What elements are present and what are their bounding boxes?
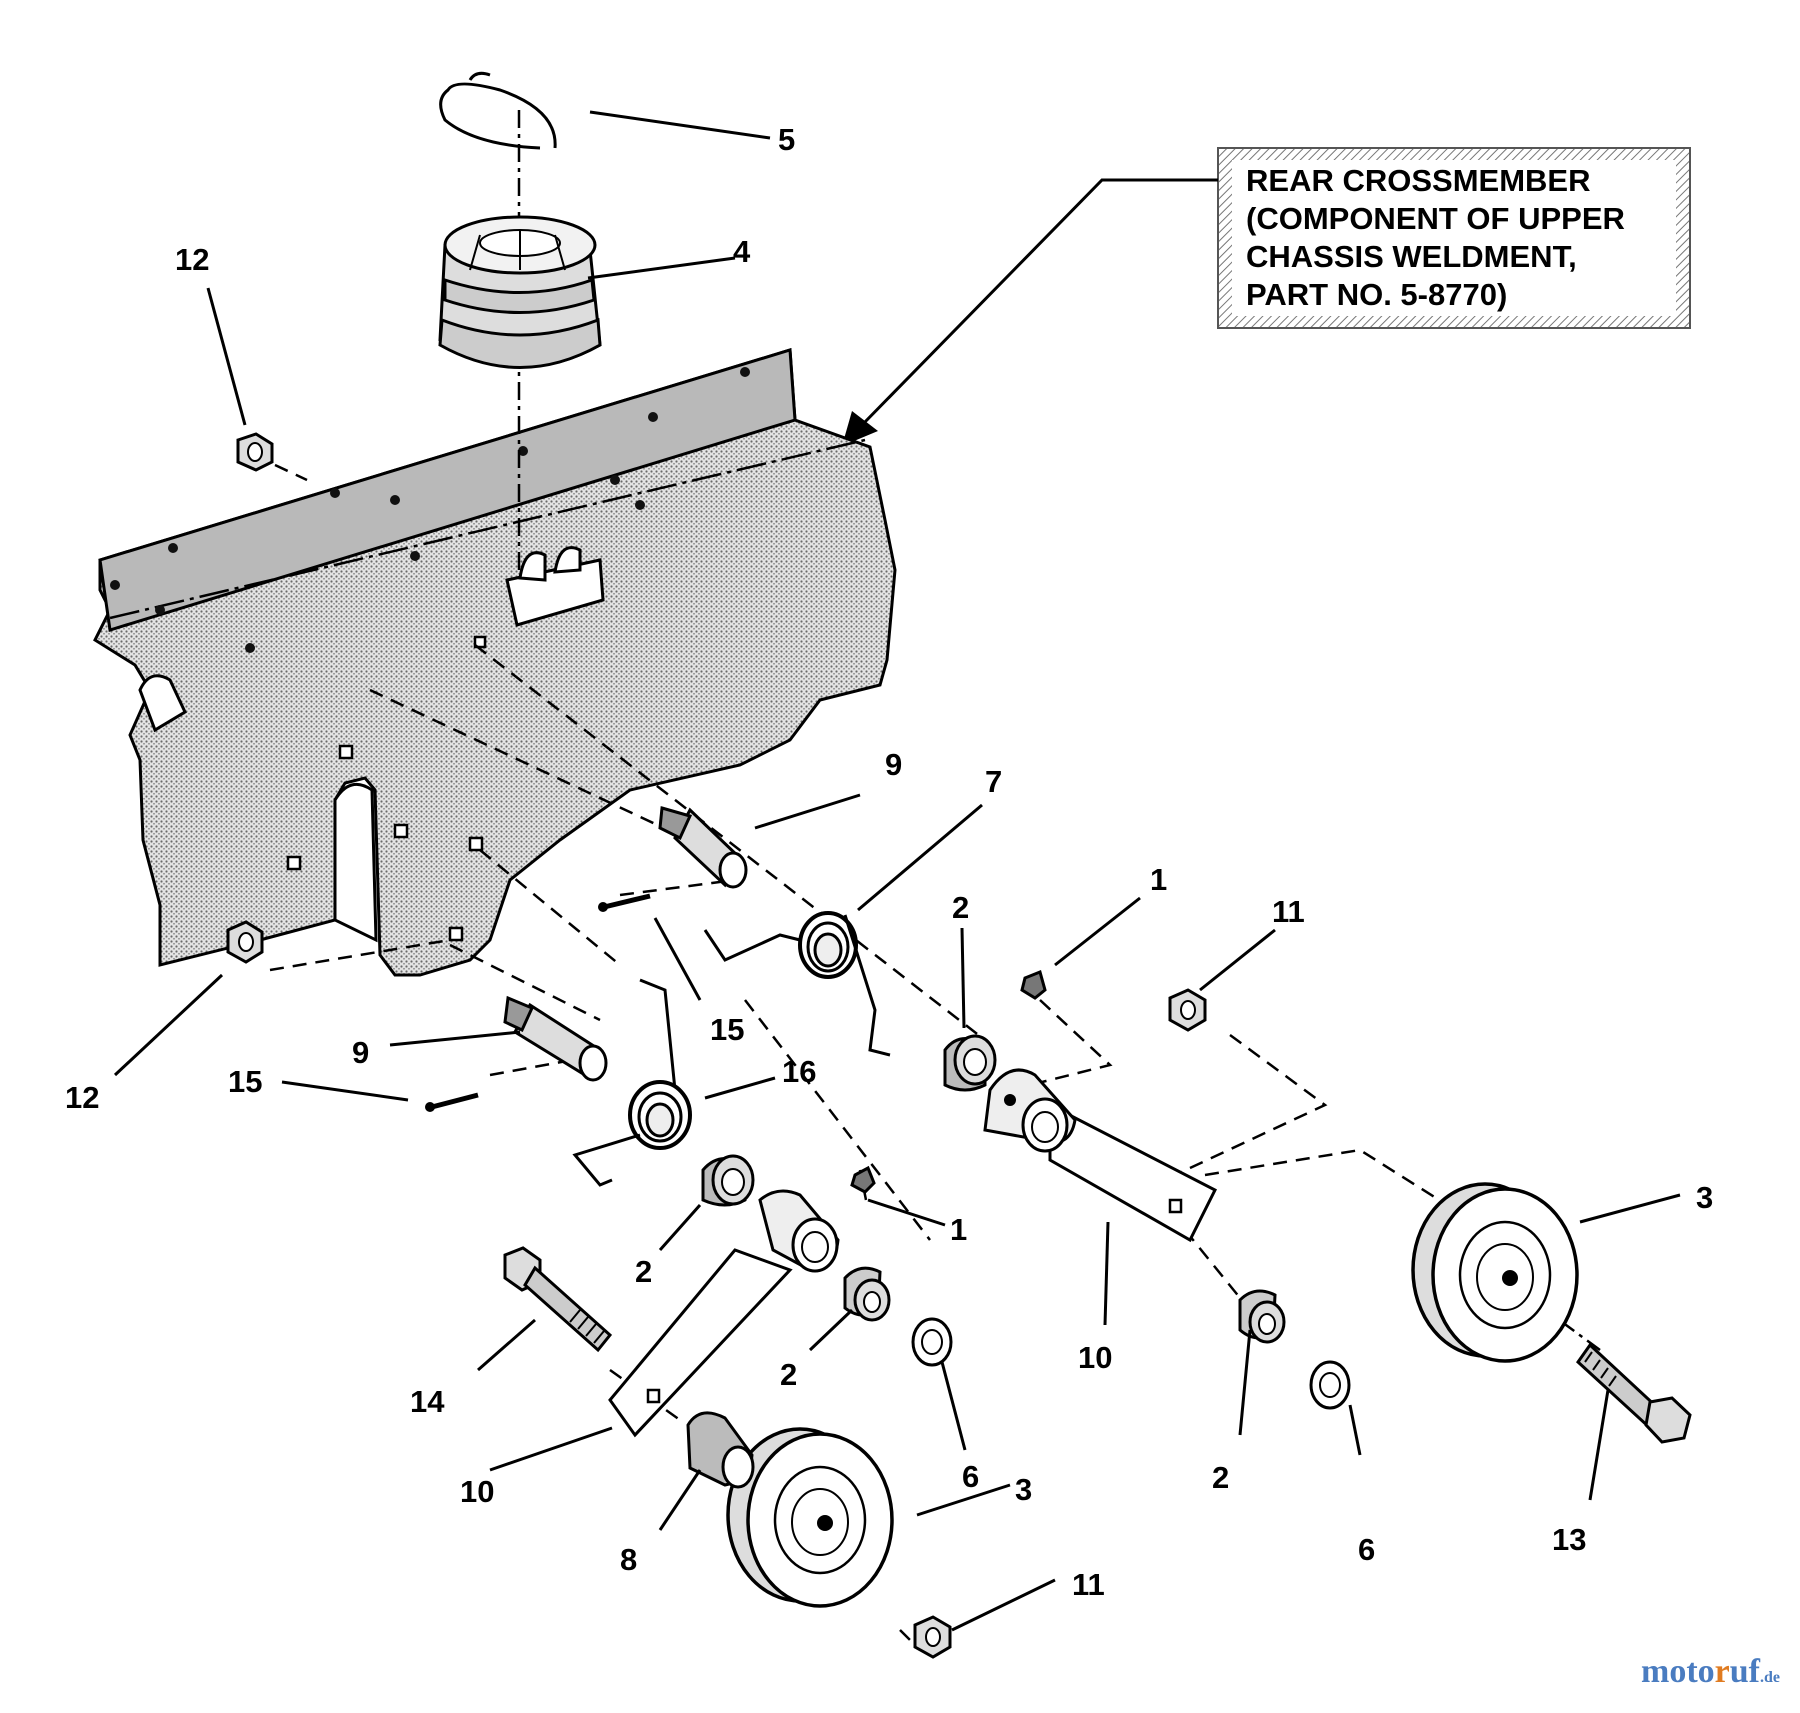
label-14: 14	[410, 1384, 445, 1419]
idler-pulley-3-left	[726, 1427, 894, 1608]
pin-15-upper	[598, 893, 651, 912]
watermark-logo: motoruf.de	[1641, 1653, 1780, 1691]
grease-fitting-1-upper	[1020, 969, 1047, 1000]
callout-line-2: (COMPONENT OF UPPER	[1246, 201, 1625, 236]
label-6-left: 6	[962, 1459, 979, 1494]
grease-fitting-1-lower	[850, 1165, 876, 1194]
watermark-part-b: r	[1714, 1653, 1730, 1690]
label-11-upper: 11	[1272, 894, 1305, 929]
label-10-right: 10	[1078, 1340, 1112, 1375]
label-2-lower-right: 2	[1212, 1460, 1229, 1495]
drive-pulley-4	[438, 215, 602, 369]
watermark-tld: .de	[1760, 1669, 1780, 1686]
part-labels: 5 4 12 12 9 7 15 9 15 16 2 1 11 1 2 10 3…	[65, 122, 1713, 1602]
spacer-9-lower	[503, 995, 608, 1082]
nut-12-bottom	[226, 920, 264, 964]
pin-15-lower	[425, 1092, 479, 1112]
rear-crossmember-plate	[93, 348, 897, 977]
idler-pulley-3-right	[1411, 1182, 1579, 1363]
callout-arrow	[842, 178, 1218, 446]
idler-arm-10-left	[608, 1189, 840, 1438]
label-9-lower: 9	[352, 1035, 369, 1070]
bolt-14	[503, 1246, 613, 1353]
bushing-2-mid	[701, 1154, 755, 1207]
label-12-top: 12	[175, 242, 209, 277]
bushing-2-upper	[943, 1034, 997, 1092]
label-2-mid: 2	[635, 1254, 652, 1289]
snap-ring-5	[439, 71, 557, 150]
bolt-13	[1576, 1342, 1692, 1444]
bushing-2-lower-right	[1238, 1289, 1286, 1344]
label-16: 16	[782, 1054, 816, 1089]
label-1-upper: 1	[1150, 862, 1167, 897]
label-11-lower: 11	[1072, 1567, 1105, 1602]
label-5: 5	[778, 122, 795, 157]
callout-box: REAR CROSSMEMBER (COMPONENT OF UPPER CHA…	[1217, 147, 1691, 329]
torsion-spring-16	[572, 978, 692, 1187]
label-2-upper: 2	[952, 890, 969, 925]
label-10-left: 10	[460, 1474, 494, 1509]
label-12-bottom: 12	[65, 1080, 99, 1115]
spacer-9-upper	[658, 806, 748, 889]
leader-lines	[113, 110, 1681, 1632]
label-9-upper: 9	[885, 747, 902, 782]
label-13: 13	[1552, 1522, 1586, 1557]
washer-6-right	[1309, 1360, 1351, 1410]
label-15-upper: 15	[710, 1012, 744, 1047]
torsion-spring-7	[703, 911, 891, 1057]
idler-arm-10-right	[983, 1068, 1218, 1243]
callout-line-3: CHASSIS WELDMENT,	[1246, 239, 1577, 274]
label-2-lower-left: 2	[780, 1357, 797, 1392]
label-4: 4	[733, 234, 751, 269]
label-3-right: 3	[1696, 1180, 1713, 1215]
watermark-part-c: uf	[1729, 1653, 1760, 1690]
callout-line-1: REAR CROSSMEMBER	[1246, 163, 1590, 198]
label-6-right: 6	[1358, 1532, 1375, 1567]
nut-12-top	[236, 432, 274, 472]
washer-6-left	[911, 1317, 953, 1367]
nut-11-upper	[1168, 988, 1207, 1032]
label-7: 7	[985, 764, 1002, 799]
label-1-lower: 1	[950, 1212, 967, 1247]
label-8: 8	[620, 1542, 637, 1577]
spacer-8	[686, 1411, 755, 1489]
label-15-lower: 15	[228, 1064, 262, 1099]
callout-line-4: PART NO. 5-8770)	[1246, 277, 1507, 312]
nut-11-lower	[913, 1615, 952, 1659]
label-3-left: 3	[1015, 1472, 1032, 1507]
watermark-part-a: moto	[1641, 1653, 1715, 1690]
